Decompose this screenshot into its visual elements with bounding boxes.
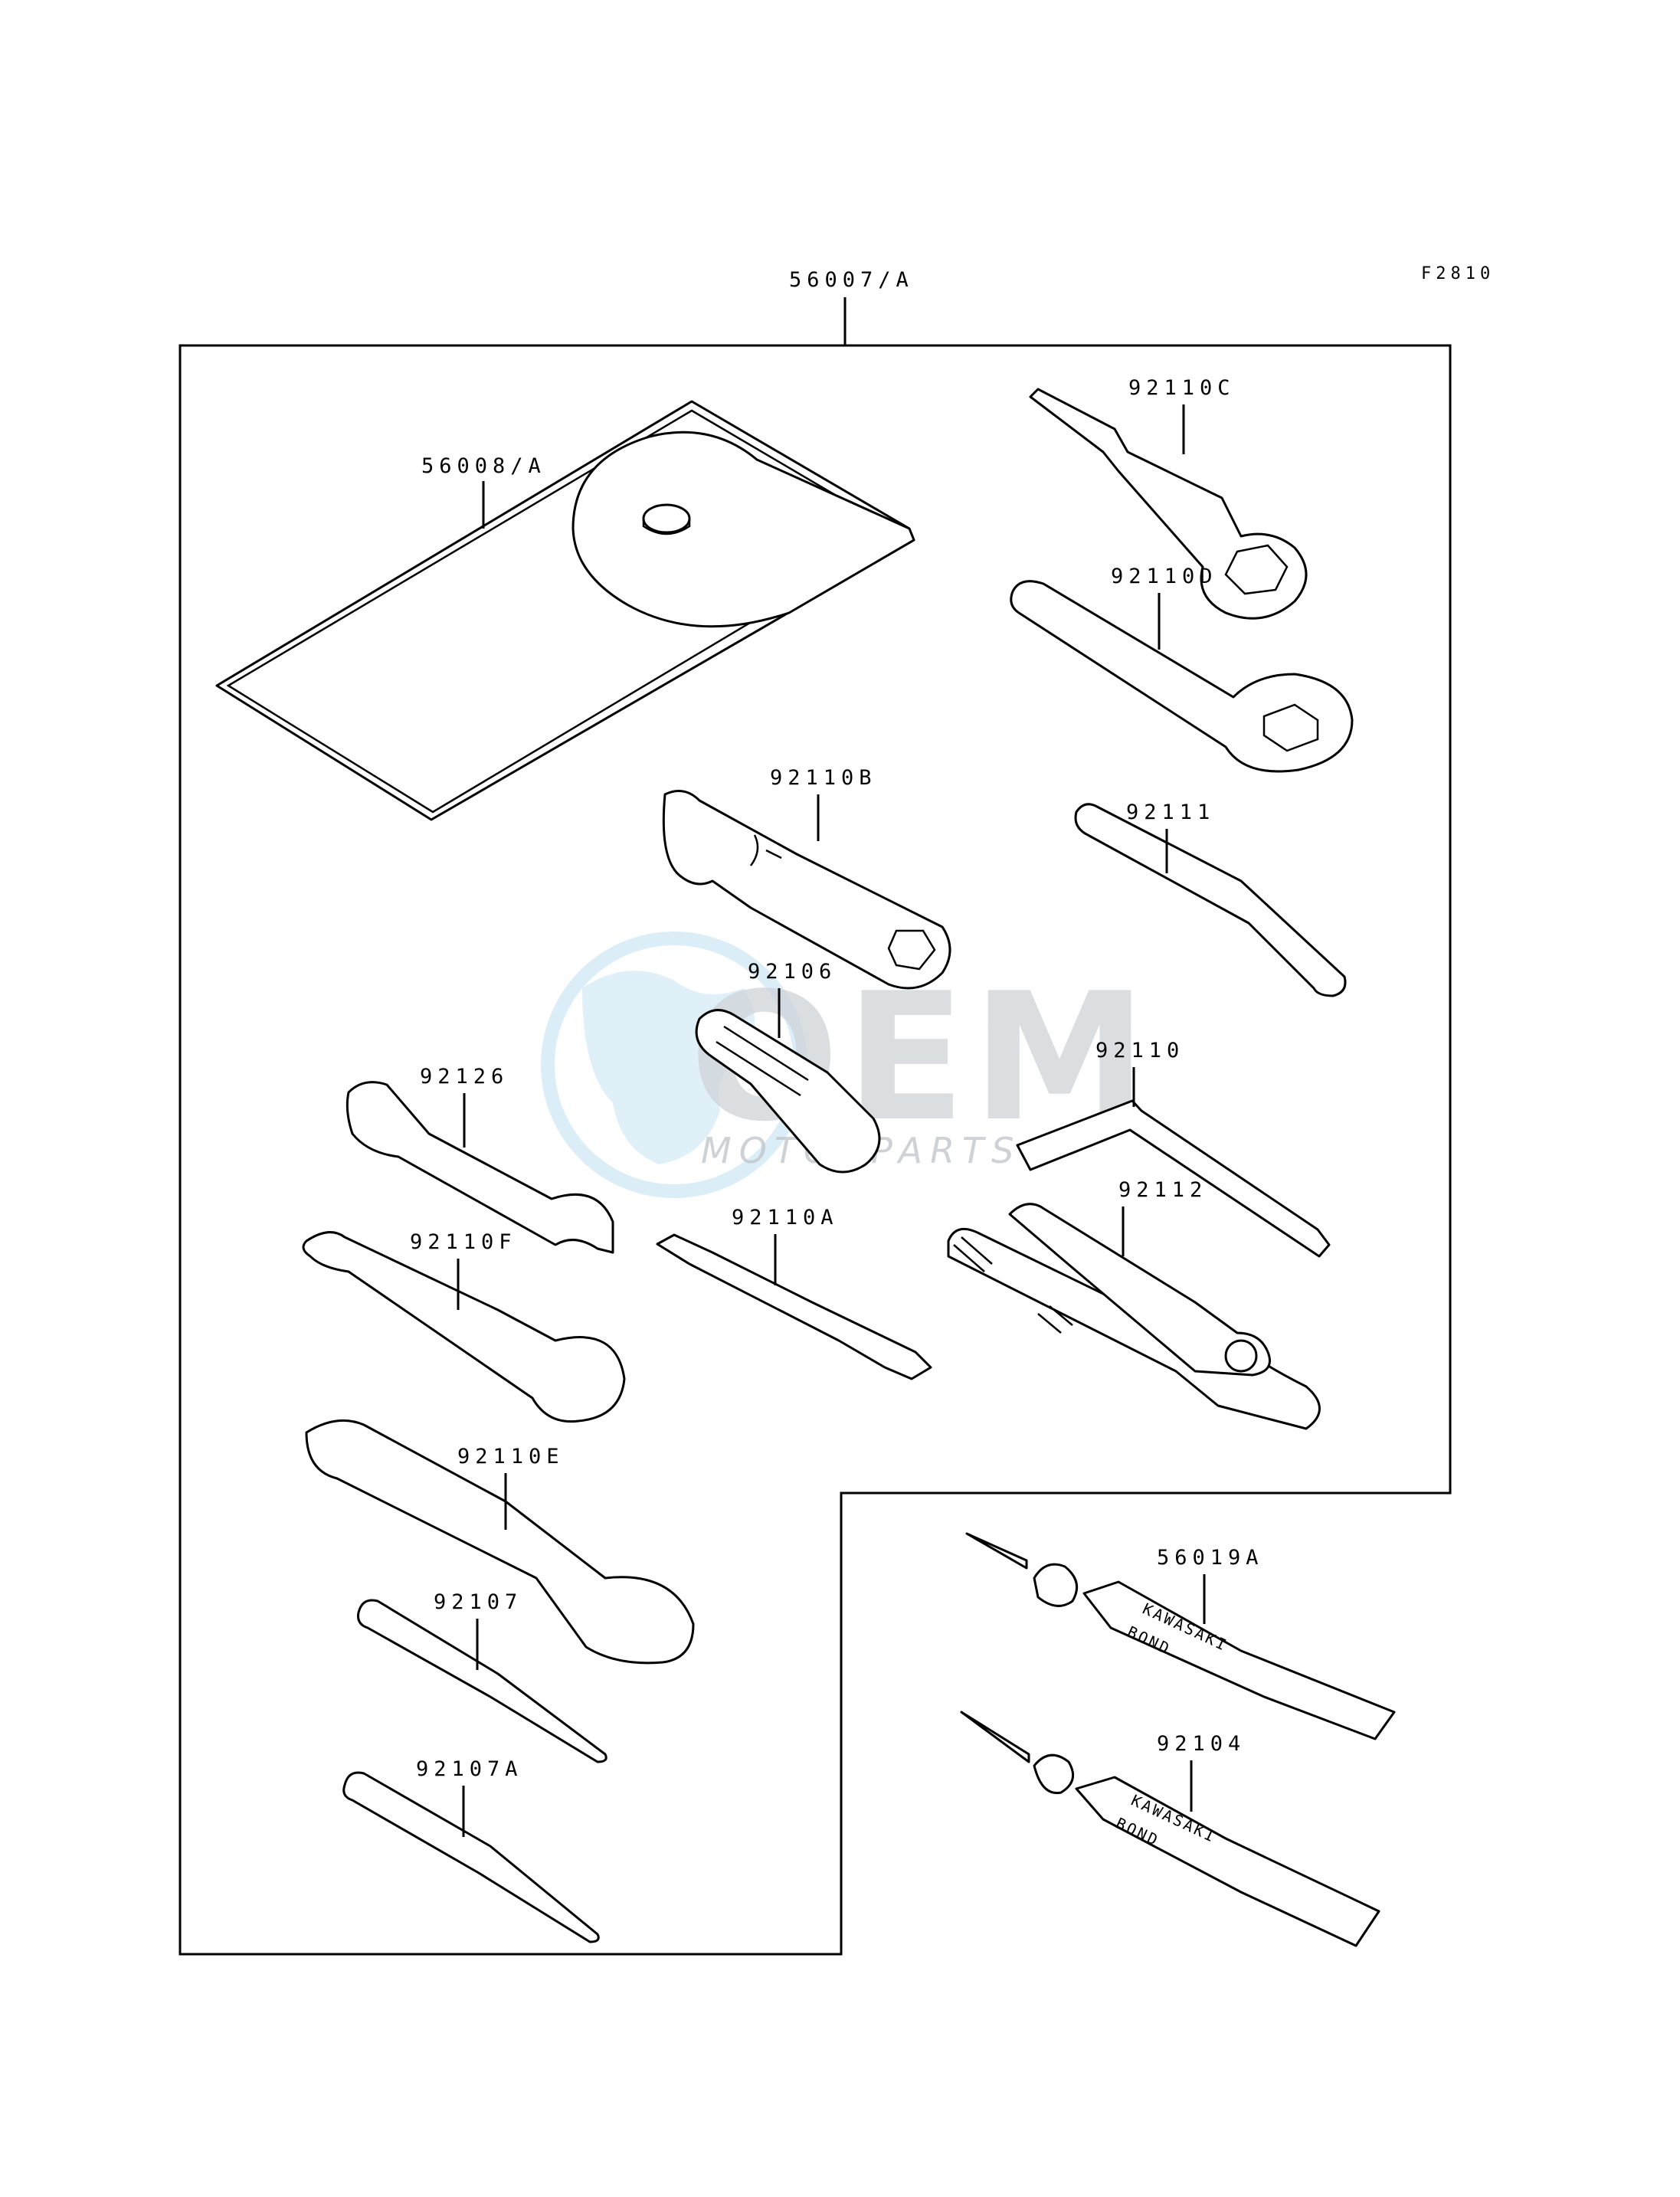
tool-bag-part xyxy=(215,400,915,821)
extension-bar-part xyxy=(1074,803,1347,997)
flat-wrench-part xyxy=(656,1233,932,1380)
pliers-part xyxy=(947,1203,1321,1430)
label-92110D: 92110D xyxy=(1111,565,1218,588)
kit-part-number: 56007/A xyxy=(789,268,914,292)
label-92110F: 92110F xyxy=(410,1230,517,1254)
screwdriver-92107-part xyxy=(357,1599,607,1763)
open-wrench-92110E-part xyxy=(305,1419,695,1665)
box-wrench-part xyxy=(662,790,951,990)
ring-wrench-c-part xyxy=(1029,388,1308,620)
figure-ref: F2810 xyxy=(1421,264,1495,283)
kit-outline xyxy=(178,344,1452,1956)
label-92111: 92111 xyxy=(1126,801,1215,824)
label-92110C: 92110C xyxy=(1128,376,1236,400)
bond-tube-92104-part: KAWASAKI BOND xyxy=(960,1711,1380,1947)
ring-wrench-d-part xyxy=(1010,580,1354,773)
open-wrench-92126-part xyxy=(345,1081,614,1254)
spark-plug-socket-part xyxy=(695,1009,881,1174)
label-92107A: 92107A xyxy=(416,1757,523,1781)
label-92110B: 92110B xyxy=(770,766,877,790)
label-92110A: 92110A xyxy=(732,1206,839,1229)
label-92110: 92110 xyxy=(1095,1039,1184,1062)
label-56019A: 56019A xyxy=(1157,1546,1264,1570)
label-92104: 92104 xyxy=(1157,1732,1246,1756)
screwdriver-92107A-part xyxy=(342,1771,600,1943)
label-92126: 92126 xyxy=(420,1065,509,1089)
label-92106: 92106 xyxy=(748,960,837,984)
label-56008A: 56008/A xyxy=(421,454,546,478)
label-92107: 92107 xyxy=(434,1590,522,1614)
open-wrench-92110F-part xyxy=(302,1231,626,1423)
label-92110E: 92110E xyxy=(457,1445,565,1468)
label-92112: 92112 xyxy=(1118,1178,1207,1202)
hex-key-part xyxy=(1016,1099,1331,1258)
